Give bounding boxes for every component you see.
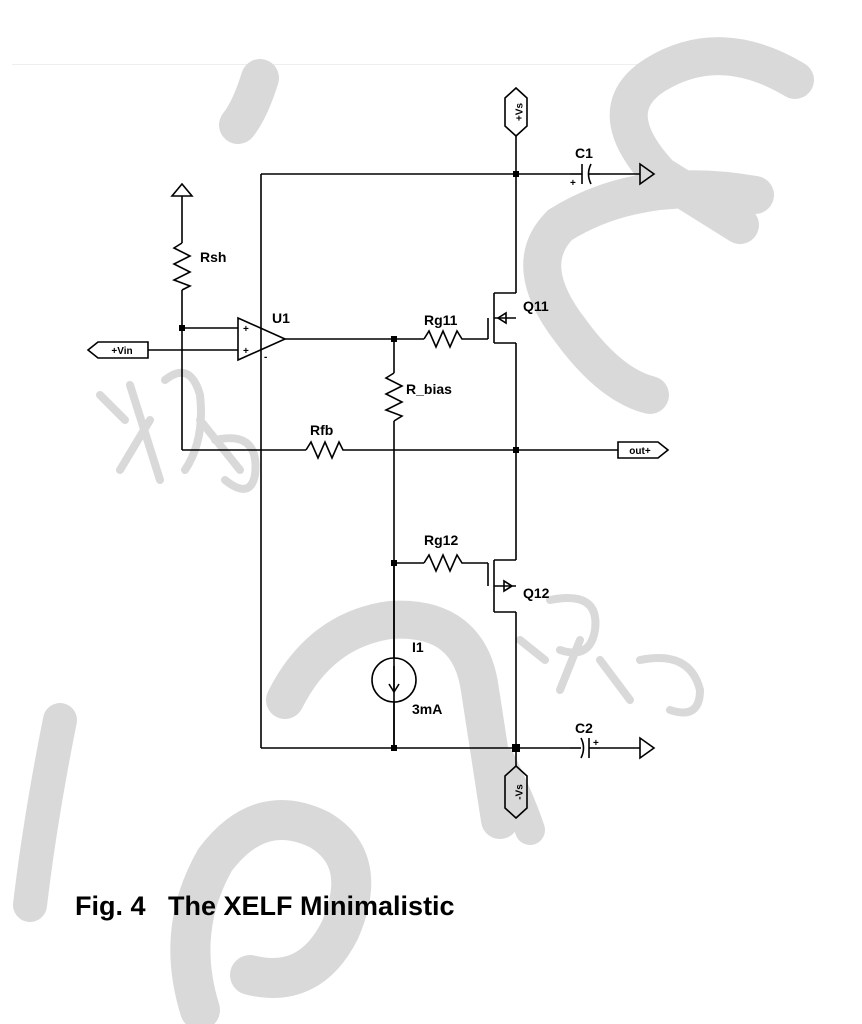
opamp-u1: + + - U1 — [237, 310, 290, 363]
c2-label: C2 — [575, 720, 593, 736]
rg11-resistor: Rg11 — [423, 312, 465, 349]
c1-plus-mark: + — [570, 178, 576, 189]
junctions — [179, 171, 520, 752]
u1-plus-pin-bottom: + — [243, 346, 249, 357]
q11-label: Q11 — [523, 298, 549, 314]
rfb-resistor: Rfb — [305, 422, 346, 460]
rg12-resistor: Rg12 — [423, 532, 465, 573]
u1-label: U1 — [272, 310, 290, 326]
rsh-terminal-arrow — [170, 182, 194, 197]
i1-label: I1 — [412, 639, 424, 655]
watermark — [13, 37, 814, 1024]
caption-number: Fig. 4 — [75, 891, 146, 921]
u1-plus-pin-top: + — [243, 324, 249, 335]
rg11-label: Rg11 — [424, 312, 458, 328]
out-label: out+ — [629, 446, 651, 457]
capacitor-c2: + C2 — [570, 720, 600, 759]
c2-plus-mark: + — [593, 738, 599, 749]
caption-title: The XELF Minimalistic — [168, 891, 455, 921]
r-bias-resistor: R_bias — [384, 372, 452, 422]
mosfet-q11: Q11 — [487, 292, 549, 344]
vs-negative-port: -Vs — [504, 764, 528, 820]
c2-ground-arrow — [639, 736, 656, 760]
vin-label: +Vin — [111, 346, 132, 357]
current-source-i1: I1 3mA — [371, 639, 442, 717]
rg12-label: Rg12 — [424, 532, 458, 548]
c1-ground-arrow — [639, 162, 656, 186]
capacitor-c1: + C1 — [570, 145, 600, 189]
rfb-label: Rfb — [310, 422, 333, 438]
figure-caption: Fig. 4 The XELF Minimalistic — [75, 891, 455, 922]
out-port: out+ — [617, 441, 670, 459]
rsh-label: Rsh — [200, 249, 226, 265]
vs-negative-label: -Vs — [515, 784, 526, 800]
mosfet-q12: Q12 — [487, 559, 550, 613]
vs-positive-port: +Vs — [504, 86, 528, 138]
i1-value: 3mA — [412, 701, 442, 717]
r-bias-label: R_bias — [406, 381, 452, 397]
q12-label: Q12 — [523, 585, 550, 601]
vs-positive-label: +Vs — [515, 103, 526, 122]
rsh-resistor: Rsh — [172, 242, 226, 291]
c1-label: C1 — [575, 145, 593, 161]
u1-minus-pin: - — [264, 352, 267, 363]
top-rule — [12, 64, 787, 65]
vin-port: +Vin — [86, 341, 149, 359]
